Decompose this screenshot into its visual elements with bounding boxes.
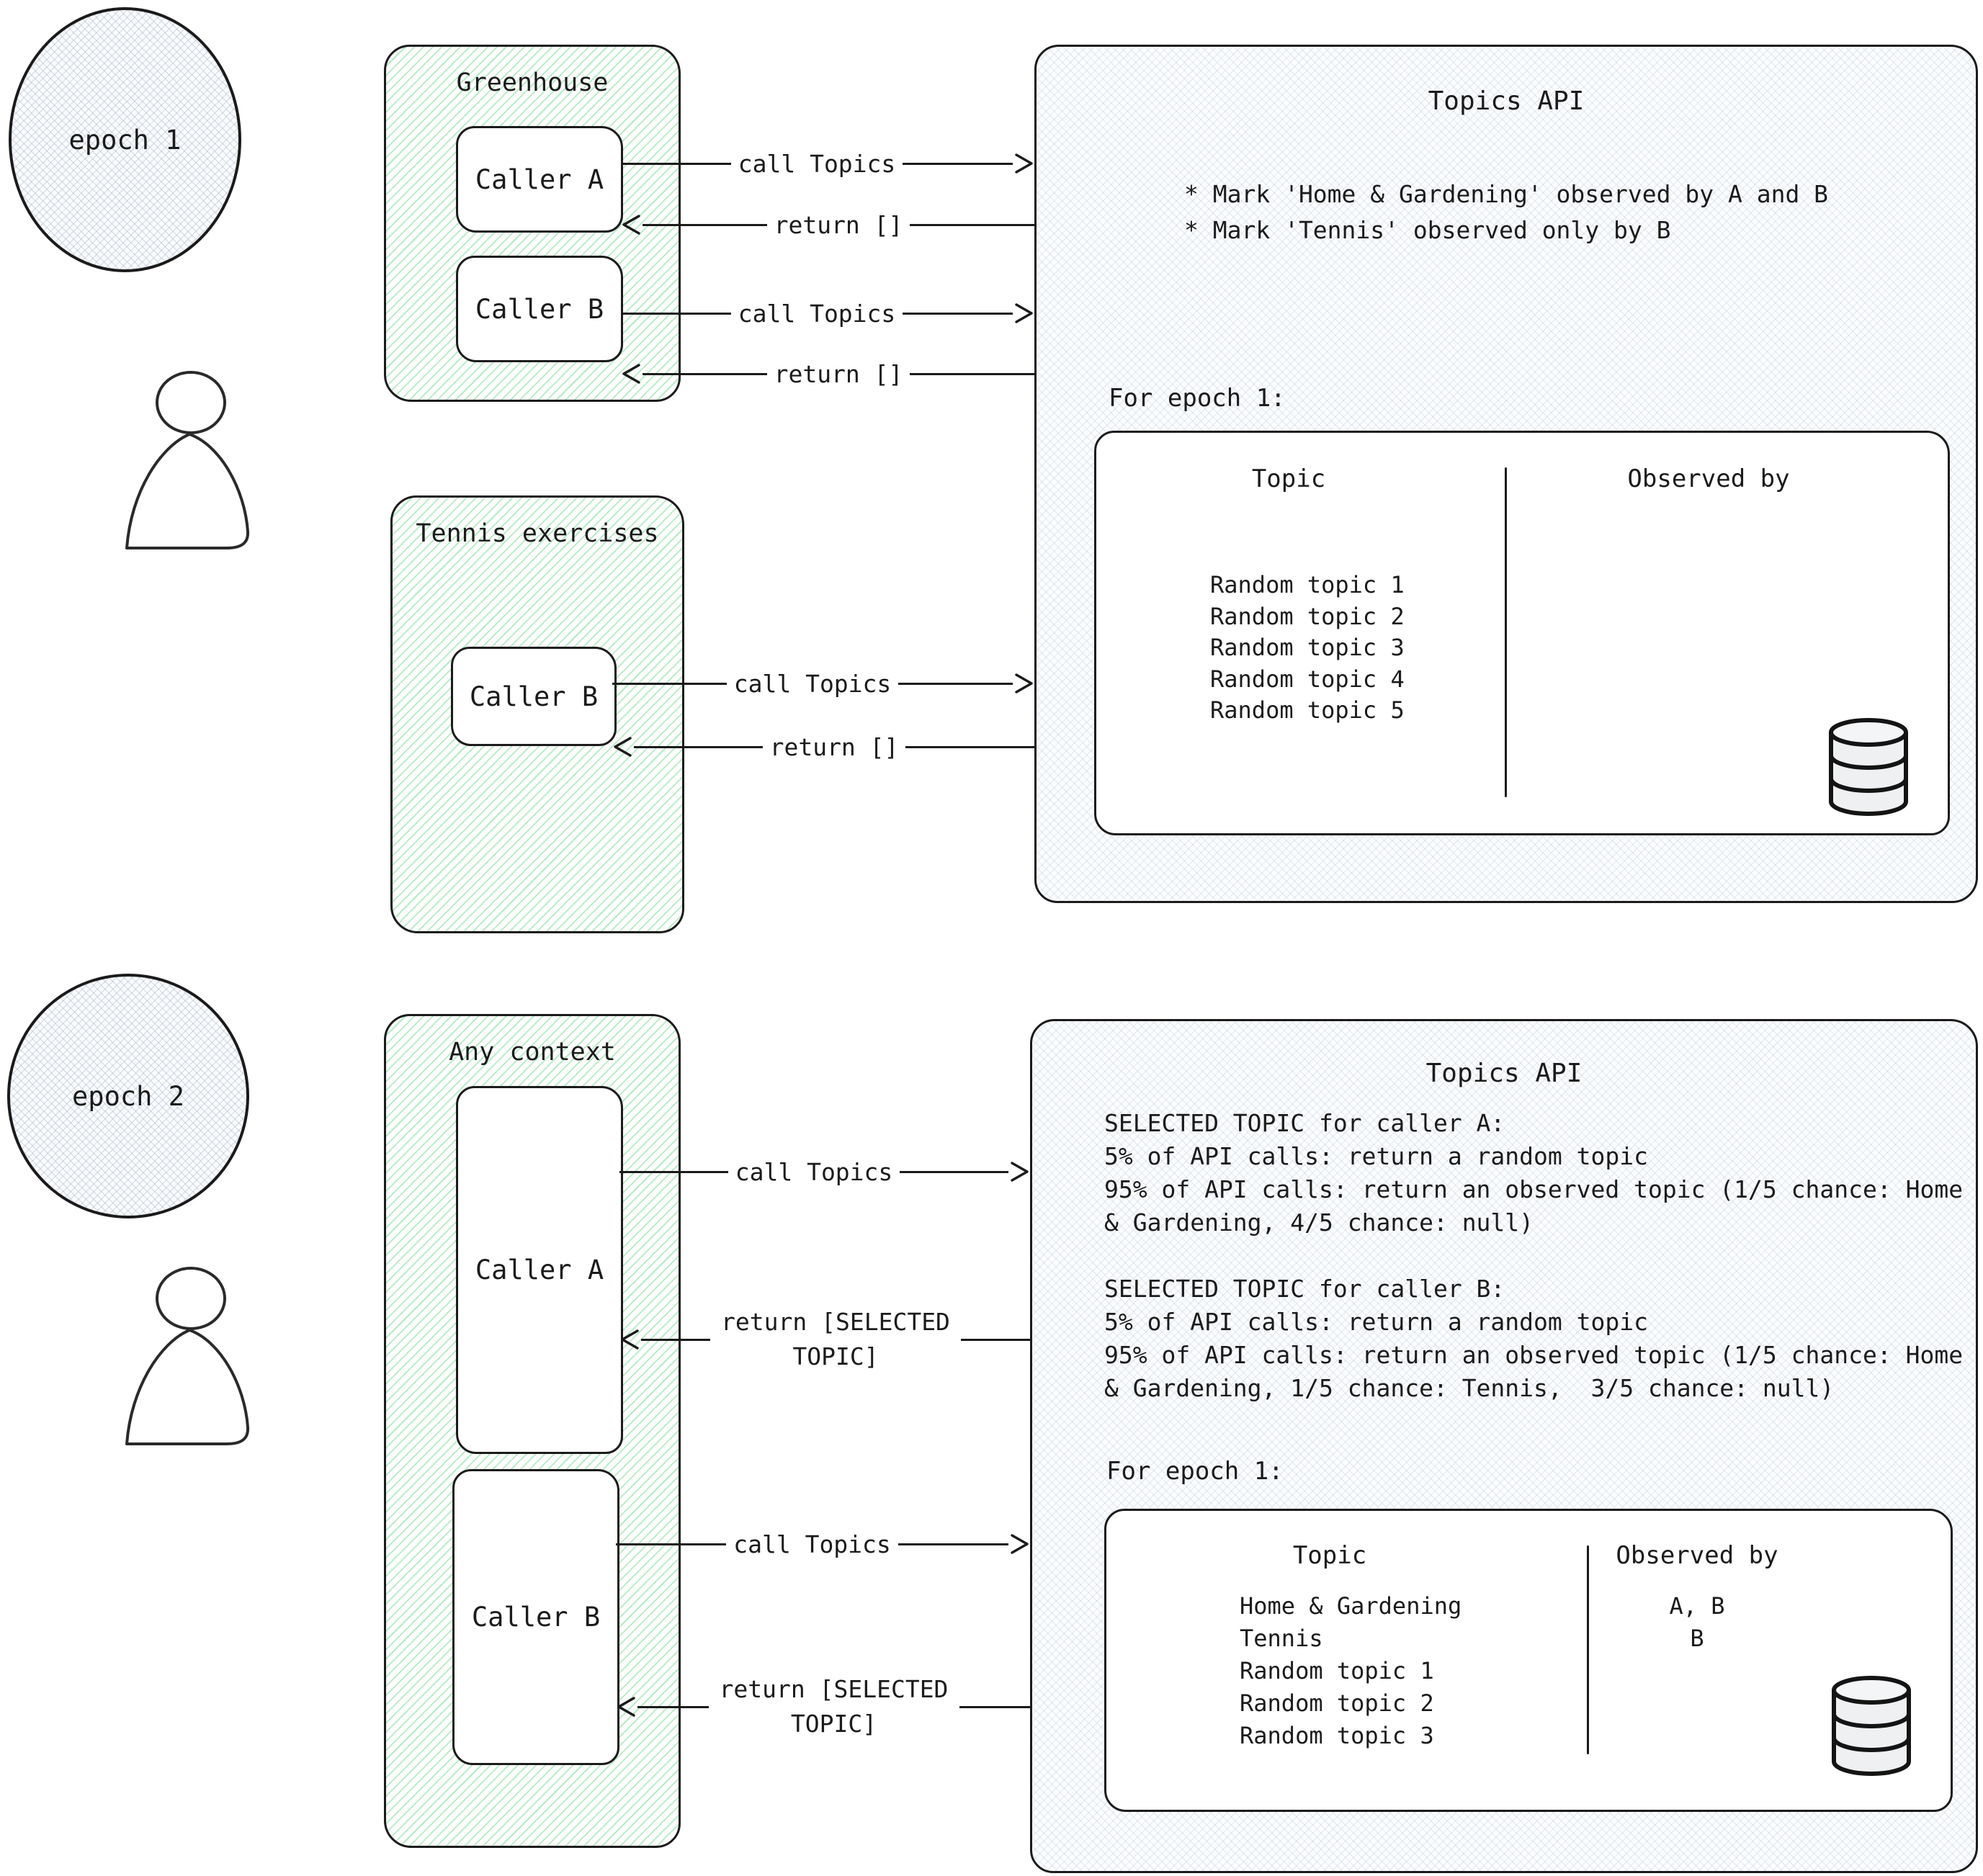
arrow-label: call Topics [733,669,892,698]
arrowhead-left-icon [621,1329,639,1350]
arrow-return-empty-tennis-b: return [] [612,731,1034,763]
column-header-observed-by: Observed by [1616,1541,1778,1570]
arrowhead-right-icon [1015,153,1033,174]
table-row: Random topic 2 [1210,602,1405,630]
table-cell [1507,570,1910,601]
column-header-topic: Topic [1292,1541,1367,1570]
arrowhead-left-icon [617,1697,635,1717]
arrow-call-topics-caller-b: call Topics [621,297,1034,329]
arrow-label: call Topics [735,1157,893,1186]
rule-line: SELECTED TOPIC for caller B: [1104,1275,1505,1303]
arrow-call-topics-tennis-b: call Topics [612,668,1034,699]
column-header-topic: Topic [1251,464,1326,493]
caller-b-box-any-context: Caller B [452,1469,619,1765]
topic-rows: Home & Gardening Tennis Random topic 1 R… [1240,1590,1461,1752]
rule-line: 5% of API calls: return a random topic [1104,1142,1648,1170]
topic-rows: Random topic 1 Random topic 2 Random top… [1210,570,1405,727]
tennis-exercises-group: Tennis exercises Caller B [390,495,684,933]
observed-rows [1507,570,1910,727]
topics-api-title: Topics API [1428,86,1585,116]
arrow-return-selected-topic-caller-b: return [SELECTED TOPIC] [616,1672,1030,1741]
rule-line: 5% of API calls: return a random topic [1104,1308,1648,1336]
caller-a-label: Caller A [475,1255,604,1285]
observed-rows: A, B B [1510,1590,1884,1752]
arrow-label: call Topics [733,1530,891,1558]
table-row: Random topic 3 [1240,1722,1434,1749]
rule-line [1104,1239,1974,1273]
any-context-title: Any context [449,1038,616,1067]
for-epoch-heading: For epoch 1: [1106,1457,1284,1486]
rule-line: 95% of API calls: return an observed top… [1104,1175,1977,1237]
arrow-label: return [] [774,359,903,388]
caller-b-label: Caller B [475,293,604,325]
arrow-call-topics-caller-a-epoch2: call Topics [619,1156,1030,1188]
arrowhead-right-icon [1015,673,1033,694]
api-note-line: * Mark 'Tennis' observed only by B [1184,216,1671,244]
epoch2-topics-table: Topic Observed by Home & Gardening Tenni… [1104,1509,1953,1812]
arrow-call-topics-caller-a: call Topics [621,148,1034,179]
api-notes: * Mark 'Home & Gardening' observed by A … [1184,176,1828,248]
api-note-line: * Mark 'Home & Gardening' observed by A … [1184,180,1829,208]
epoch-1-bubble: epoch 1 [9,7,241,272]
table-row: Random topic 5 [1210,696,1405,724]
selected-topic-rules: SELECTED TOPIC for caller A: 5% of API c… [1104,1107,1974,1405]
database-icon [1827,1671,1916,1779]
arrow-label: return [SELECTED TOPIC] [719,1675,949,1738]
table-cell [1507,601,1910,633]
caller-a-label: Caller A [475,163,604,195]
caller-b-label: Caller B [469,681,599,712]
arrow-label: call Topics [738,299,896,328]
table-divider [1587,1545,1589,1754]
arrow-label: return [] [774,210,903,239]
arrow-return-empty-caller-b: return [] [621,358,1034,390]
database-icon [1824,714,1913,819]
tennis-exercises-title: Tennis exercises [416,519,659,548]
table-divider [1505,467,1507,797]
table-cell: B [1690,1625,1704,1652]
topics-api-box-epoch1: Topics API * Mark 'Home & Gardening' obs… [1034,45,1978,903]
column-header-observed-by: Observed by [1627,464,1790,493]
epoch-2-label: epoch 2 [72,1080,184,1112]
table-row: Random topic 1 [1210,571,1405,598]
table-row: Random topic 3 [1210,634,1405,661]
any-context-group: Any context Caller A Caller B [384,1014,681,1848]
table-cell [1507,632,1910,664]
arrow-label: return [] [769,732,899,761]
arrowhead-right-icon [1015,303,1033,323]
table-row: Tennis [1240,1625,1323,1652]
rule-line: SELECTED TOPIC for caller A: [1104,1109,1505,1137]
caller-b-box-tennis: Caller B [451,647,617,746]
greenhouse-group: Greenhouse Caller A Caller B [384,45,681,402]
table-cell: A, B [1669,1592,1725,1620]
epoch-2-bubble: epoch 2 [7,974,249,1218]
caller-b-box-greenhouse: Caller B [456,256,623,362]
caller-b-label: Caller B [471,1602,601,1633]
arrow-label: call Topics [738,149,896,178]
arrowhead-right-icon [1011,1162,1029,1182]
greenhouse-title: Greenhouse [456,68,609,97]
table-row: Home & Gardening [1240,1592,1462,1620]
table-row: Random topic 4 [1210,665,1405,693]
topics-api-box-epoch2: Topics API SELECTED TOPIC for caller A: … [1030,1019,1978,1873]
person-icon [121,369,265,552]
arrow-return-selected-topic-caller-a: return [SELECTED TOPIC] [619,1305,1030,1374]
arrowhead-left-icon [622,215,640,235]
caller-a-box-greenhouse: Caller A [456,126,623,233]
arrowhead-left-icon [622,364,640,384]
epoch1-topics-table: Topic Observed by Random topic 1 Random … [1094,431,1950,835]
person-icon [121,1265,265,1448]
table-cell [1507,664,1910,696]
table-row: Random topic 1 [1240,1657,1434,1684]
rule-line: 95% of API calls: return an observed top… [1104,1341,1977,1402]
for-epoch-heading: For epoch 1: [1109,384,1286,413]
topics-api-title: Topics API [1425,1059,1583,1088]
arrowhead-left-icon [614,737,632,757]
table-row: Random topic 2 [1240,1689,1434,1717]
arrow-return-empty-caller-a: return [] [621,209,1034,241]
caller-a-box-any-context: Caller A [456,1086,623,1454]
epoch-1-label: epoch 1 [68,124,182,156]
arrow-call-topics-caller-b-epoch2: call Topics [616,1528,1030,1560]
arrowhead-right-icon [1011,1534,1029,1554]
arrow-label: return [SELECTED TOPIC] [721,1308,950,1370]
